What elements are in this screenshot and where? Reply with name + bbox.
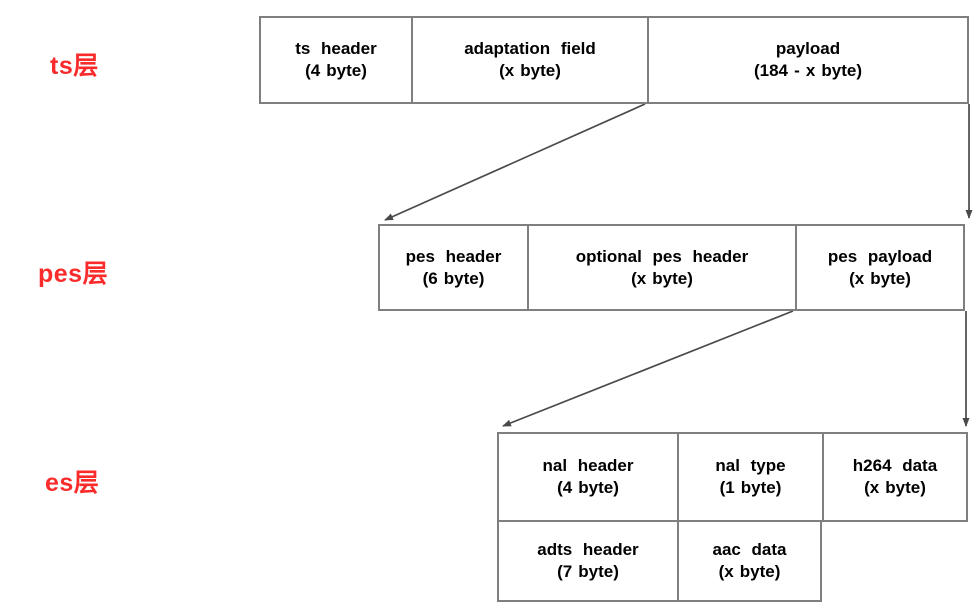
layer-label-es: es层 — [45, 469, 100, 497]
cell-adaptation-field: adaptation field (x byte) — [411, 18, 647, 102]
cell-payload-title: payload — [775, 39, 841, 58]
cell-nal-header-size: (4 byte) — [557, 478, 619, 497]
cell-nal-type: nal type (1 byte) — [677, 434, 822, 520]
cell-optional-pes-header-size: (x byte) — [631, 268, 693, 288]
cell-aac-data-title: aac data — [712, 540, 787, 559]
cell-h264-data-size: (x byte) — [864, 478, 926, 497]
cell-ts-header-size: (4 byte) — [305, 61, 367, 80]
cell-nal-header-title: nal header — [542, 456, 634, 475]
cell-h264-data: h264 data (x byte) — [822, 434, 966, 520]
cell-nal-type-size: (1 byte) — [719, 478, 782, 497]
cell-pes-header: pes header (6 byte) — [380, 226, 527, 309]
cell-adaptation-field-size: (x byte) — [499, 61, 561, 80]
cell-pes-header-title: pes header — [405, 246, 502, 266]
cell-pes-payload-title: pes payload — [827, 246, 933, 266]
cell-adts-header-title: adts header — [537, 540, 639, 559]
cell-payload: payload (184 - x byte) — [647, 18, 967, 102]
cell-aac-data: aac data (x byte) — [677, 522, 820, 600]
cell-optional-pes-header-title: optional pes header — [575, 246, 749, 266]
arrow-ts-to-pes-diagonal — [384, 103, 646, 221]
cell-nal-type-title: nal type — [715, 456, 786, 475]
cell-h264-data-title: h264 data — [852, 456, 938, 475]
cell-ts-header-title: ts header — [295, 39, 377, 58]
cell-pes-payload-size: (x byte) — [849, 268, 911, 288]
ts-packet-row: ts header (4 byte) adaptation field (x b… — [259, 16, 969, 104]
pes-packet-row: pes header (6 byte) optional pes header … — [378, 224, 965, 311]
cell-payload-size: (184 - x byte) — [753, 61, 862, 80]
cell-pes-payload: pes payload (x byte) — [795, 226, 963, 309]
es-h264-row: nal header (4 byte) nal type (1 byte) h2… — [497, 432, 968, 522]
cell-adaptation-field-title: adaptation field — [464, 39, 596, 58]
cell-aac-data-size: (x byte) — [718, 562, 781, 581]
cell-adts-header: adts header (7 byte) — [499, 522, 677, 600]
layer-label-pes: pes层 — [38, 260, 109, 288]
cell-adts-header-size: (7 byte) — [557, 562, 619, 581]
cell-optional-pes-header: optional pes header (x byte) — [527, 226, 795, 309]
cell-nal-header: nal header (4 byte) — [499, 434, 677, 520]
cell-pes-header-size: (6 byte) — [422, 268, 485, 288]
arrow-pes-to-es-diagonal — [502, 310, 794, 427]
cell-ts-header: ts header (4 byte) — [261, 18, 411, 102]
es-aac-row: adts header (7 byte) aac data (x byte) — [497, 520, 822, 602]
layer-label-ts: ts层 — [50, 52, 99, 80]
